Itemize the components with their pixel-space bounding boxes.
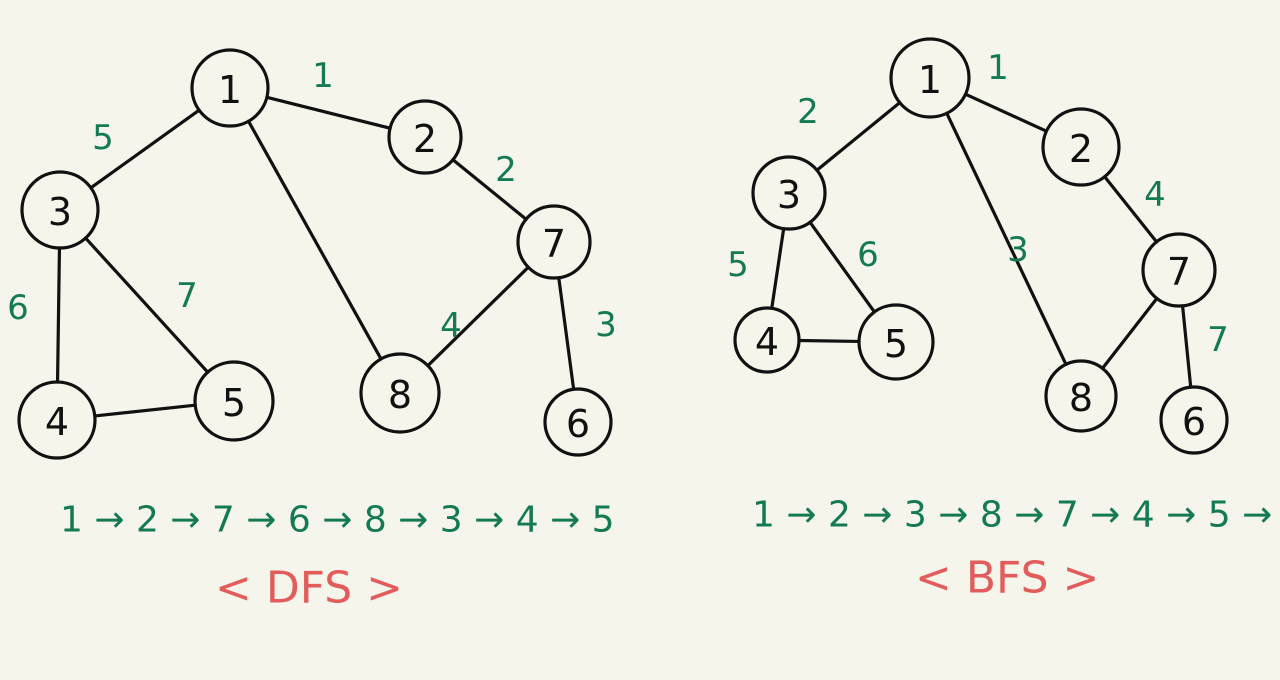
node-circle — [751, 155, 827, 231]
dfs-graph: 1 2 3 4 5 6 7 1 2 3 4 5 6 7 8 — [7, 48, 617, 460]
bfs-edge-order-label: 5 — [727, 245, 749, 285]
bfs-node-2: 2 — [1041, 107, 1121, 187]
bfs-sequence: 1 → 2 → 3 → 8 → 7 → 4 → 5 → 6 — [752, 495, 1280, 536]
node-label: 6 — [566, 402, 590, 446]
bfs-node-6: 6 — [1159, 385, 1229, 455]
node-circle — [857, 303, 935, 381]
bfs-edge-1-3 — [815, 101, 902, 172]
dfs-edge-4-5 — [93, 403, 197, 418]
node-label: 3 — [48, 190, 72, 234]
bfs-edge-order-label: 3 — [1007, 230, 1029, 270]
node-label: 3 — [777, 173, 801, 217]
dfs-node-4: 4 — [17, 380, 97, 460]
bfs-caption: < BFS > — [915, 553, 1099, 604]
node-circle — [17, 380, 97, 460]
dfs-node-3: 3 — [20, 170, 100, 250]
dfs-node-6: 6 — [543, 387, 613, 457]
dfs-edge-order-label: 7 — [176, 276, 198, 316]
node-circle — [193, 360, 275, 442]
node-label: 4 — [755, 320, 779, 364]
bfs-node-1: 1 — [889, 37, 971, 119]
node-label: 8 — [388, 373, 412, 417]
dfs-edge-order-label: 2 — [495, 150, 517, 190]
dfs-edge-order-label: 6 — [7, 288, 29, 328]
node-label: 7 — [542, 222, 566, 266]
dfs-node-7: 7 — [516, 204, 592, 280]
bfs-edge-1-8 — [945, 111, 1068, 366]
node-label: 8 — [1069, 376, 1093, 420]
dfs-sequence: 1 → 2 → 7 → 6 → 8 → 3 → 4 → 5 — [60, 500, 615, 541]
bfs-edge-2-7 — [1103, 175, 1159, 244]
node-label: 2 — [413, 117, 437, 161]
dfs-edge-1-8 — [246, 119, 383, 361]
dfs-node-8: 8 — [359, 352, 441, 434]
dfs-caption: < DFS > — [215, 563, 403, 614]
node-circle — [190, 48, 270, 128]
dfs-edge-7-6 — [557, 276, 576, 391]
bfs-edge-order-label: 7 — [1207, 320, 1229, 360]
dfs-edge-order-label: 1 — [312, 56, 334, 96]
node-circle — [543, 387, 613, 457]
node-circle — [1044, 359, 1118, 433]
bfs-node-4: 4 — [733, 306, 801, 374]
bfs-node-8: 8 — [1044, 359, 1118, 433]
bfs-edge-3-5 — [808, 220, 877, 314]
bfs-edge-7-8 — [1100, 296, 1159, 370]
bfs-edge-1-2 — [963, 92, 1049, 133]
bfs-node-7: 7 — [1141, 232, 1217, 308]
node-label: 6 — [1182, 400, 1206, 444]
dfs-node-2: 2 — [387, 99, 463, 175]
node-circle — [516, 204, 592, 280]
bfs-edge-3-4 — [770, 227, 786, 310]
bfs-edge-7-6 — [1180, 304, 1193, 389]
node-label: 1 — [218, 68, 242, 112]
dfs-edge-3-4 — [55, 246, 62, 384]
dfs-edge-order-label: 4 — [440, 306, 462, 346]
bfs-edge-order-label: 6 — [857, 235, 879, 275]
dfs-node-1: 1 — [190, 48, 270, 128]
node-label: 7 — [1167, 250, 1191, 294]
bfs-node-5: 5 — [857, 303, 935, 381]
node-circle — [1159, 385, 1229, 455]
node-label: 5 — [222, 381, 246, 425]
node-label: 5 — [884, 322, 908, 366]
bfs-edge-order-label: 4 — [1144, 175, 1166, 215]
dfs-edge-7-8 — [426, 265, 530, 368]
bfs-edge-order-label: 2 — [797, 92, 819, 132]
bfs-edge-order-label: 1 — [987, 48, 1009, 88]
node-label: 1 — [918, 58, 942, 102]
bfs-edge-4-5 — [797, 338, 861, 344]
dfs-edge-order-label: 5 — [92, 118, 114, 158]
node-label: 4 — [45, 400, 69, 444]
node-circle — [387, 99, 463, 175]
node-circle — [889, 37, 971, 119]
dfs-edge-1-2 — [265, 95, 392, 130]
node-circle — [359, 352, 441, 434]
node-circle — [733, 306, 801, 374]
node-label: 2 — [1069, 127, 1093, 171]
node-circle — [1041, 107, 1121, 187]
bfs-node-3: 3 — [751, 155, 827, 231]
dfs-edge-2-7 — [451, 158, 528, 221]
node-circle — [1141, 232, 1217, 308]
dfs-edge-order-label: 3 — [595, 305, 617, 345]
node-circle — [20, 170, 100, 250]
dfs-edge-3-5 — [83, 236, 210, 374]
dfs-node-5: 5 — [193, 360, 275, 442]
dfs-edge-1-3 — [89, 108, 201, 190]
